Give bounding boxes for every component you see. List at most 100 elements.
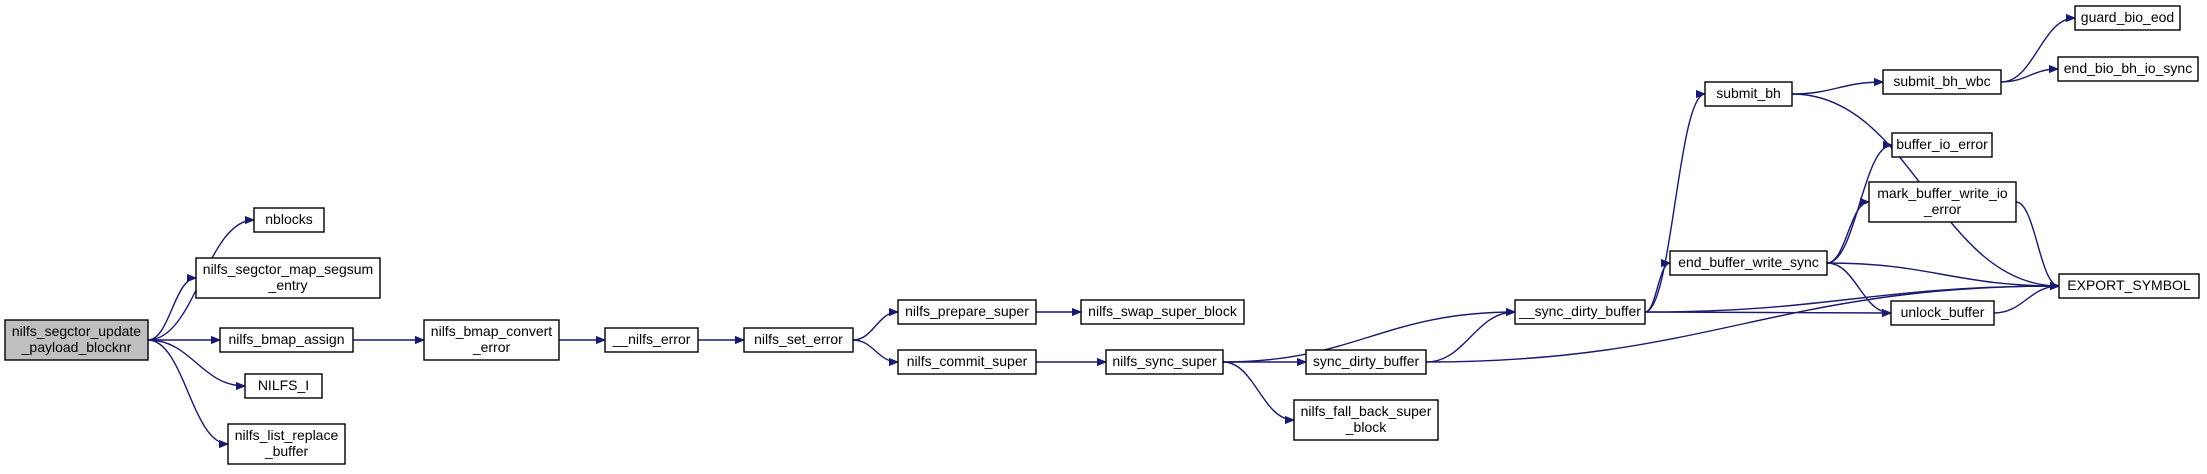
node-layer: nilfs_segctor_update_payload_blocknr nblo… (4, 5, 2200, 465)
node-label: end_bio_bh_io_sync (2064, 60, 2192, 76)
node-label: end_buffer_write_sync (1678, 254, 1819, 270)
node-label: nilfs_commit_super (907, 353, 1028, 369)
node-box (195, 257, 381, 299)
node-nilfs-i[interactable]: NILFS_I (244, 373, 323, 399)
node-label: _error (472, 339, 511, 355)
edge-sync_super-to-sync_dirty_buffer_inner (1222, 312, 1515, 363)
node-bmap-assign[interactable]: nilfs_bmap_assign (219, 327, 354, 353)
node-label: _buffer (264, 443, 309, 459)
node-box (1105, 349, 1224, 375)
node-box (1890, 300, 1995, 326)
node-submit-bh[interactable]: submit_bh (1704, 81, 1793, 107)
node-bmap-convert[interactable]: nilfs_bmap_convert_error (423, 319, 560, 361)
node-label: _block (1345, 419, 1387, 435)
node-box (423, 319, 560, 361)
node-unlock-buffer[interactable]: unlock_buffer (1890, 300, 1995, 326)
node-label: nilfs_list_replace (235, 427, 339, 443)
edge-root-to-map_segsum (147, 278, 197, 341)
edge-end_buffer_write_sync-to-unlock_buffer (1826, 262, 1892, 313)
node-box (743, 327, 854, 353)
node-box (2074, 5, 2181, 31)
edge-submit_bh_wbc-to-guard_bio_eod (2000, 18, 2076, 83)
node-box (1891, 132, 1993, 158)
edge-set_error-to-commit_super (852, 339, 899, 362)
node-box (1882, 69, 2002, 95)
node-box (1704, 81, 1793, 107)
node-end-buffer-write-sync[interactable]: end_buffer_write_sync (1669, 250, 1828, 276)
node-label: nblocks (265, 211, 312, 227)
node-label: NILFS_I (258, 377, 309, 393)
node-box (2057, 56, 2199, 82)
node-label: nilfs_swap_super_block (1088, 303, 1238, 319)
node-box (897, 299, 1037, 325)
node-end-bio-bh-io-sync[interactable]: end_bio_bh_io_sync (2057, 56, 2199, 82)
edge-sync_super-to-fall_back (1222, 361, 1295, 420)
node-root: nilfs_segctor_update_payload_blocknr (4, 319, 149, 361)
node-commit-super[interactable]: nilfs_commit_super (897, 349, 1037, 375)
node-label: nilfs_bmap_assign (229, 331, 345, 347)
node-box (4, 319, 149, 361)
node-prepare-super[interactable]: nilfs_prepare_super (897, 299, 1037, 325)
node-box (1514, 299, 1646, 325)
node-label: nilfs_segctor_map_segsum (203, 261, 373, 277)
node-label: nilfs_fall_back_super (1301, 403, 1432, 419)
node-label: submit_bh (1716, 85, 1781, 101)
node-mark-buffer-write-io-error[interactable]: mark_buffer_write_io_error (1868, 181, 2017, 223)
node-label: buffer_io_error (1896, 136, 1988, 152)
node-label: unlock_buffer (1901, 304, 1985, 320)
node-submit-bh-wbc[interactable]: submit_bh_wbc (1882, 69, 2002, 95)
node-map-segsum[interactable]: nilfs_segctor_map_segsum_entry (195, 257, 381, 299)
edge-layer (147, 18, 2076, 444)
edge-root-to-nilfs_i (147, 339, 245, 386)
node-box (227, 423, 346, 465)
edge-set_error-to-prepare_super (852, 312, 899, 341)
node-label: submit_bh_wbc (1893, 73, 1990, 89)
node-label: _error (1923, 201, 1962, 217)
node-box (897, 349, 1037, 375)
node-box (1293, 399, 1439, 441)
node-box (1868, 181, 2017, 223)
node-swap-super[interactable]: nilfs_swap_super_block (1080, 299, 1245, 325)
node-label: sync_dirty_buffer (1313, 353, 1420, 369)
node-label: EXPORT_SYMBOL (2067, 277, 2191, 293)
node-box (2058, 273, 2200, 299)
node-box (219, 327, 354, 353)
node-label: nilfs_prepare_super (905, 303, 1029, 319)
edge-submit_bh-to-submit_bh_wbc (1791, 82, 1883, 95)
edge-end_buffer_write_sync-to-mark_buffer_write_io_error (1826, 202, 1870, 264)
node-box (1080, 299, 1245, 325)
node-box (244, 373, 323, 399)
edge-sync_dirty_buffer_inner-to-end_buffer_write_sync (1644, 263, 1671, 313)
edge-sync_dirty_buffer_inner-to-submit_bh (1644, 94, 1706, 313)
node-sync-dirty-buffer-inner[interactable]: __sync_dirty_buffer (1514, 299, 1646, 325)
node-label: nilfs_segctor_update (12, 323, 141, 339)
edge-end_buffer_write_sync-to-export_symbol (1826, 262, 2059, 286)
node-label: guard_bio_eod (2081, 9, 2174, 25)
node-label: nilfs_sync_super (1112, 353, 1217, 369)
node-export-symbol[interactable]: EXPORT_SYMBOL (2058, 273, 2200, 299)
node-label: __sync_dirty_buffer (1518, 303, 1641, 319)
node-sync-super[interactable]: nilfs_sync_super (1105, 349, 1224, 375)
edge-sync_dirty_buffer-to-export_symbol (1425, 286, 2059, 363)
node-buffer-io-error[interactable]: buffer_io_error (1891, 132, 1993, 158)
edge-mark_buffer_write_io_error-to-export_symbol (2015, 201, 2060, 286)
node-nilfs-error-fn[interactable]: __nilfs_error (604, 327, 699, 353)
node-box (253, 207, 325, 233)
node-set-error[interactable]: nilfs_set_error (743, 327, 854, 353)
edge-sync_dirty_buffer_inner-to-export_symbol (1644, 286, 2059, 313)
node-label: _payload_blocknr (21, 339, 132, 355)
node-fall-back[interactable]: nilfs_fall_back_super_block (1293, 399, 1439, 441)
node-label: nilfs_set_error (754, 331, 843, 347)
node-label: __nilfs_error (612, 331, 691, 347)
node-box (604, 327, 699, 353)
node-label: nilfs_bmap_convert (431, 323, 553, 339)
node-sync-dirty-buffer[interactable]: sync_dirty_buffer (1305, 349, 1427, 375)
node-guard-bio-eod[interactable]: guard_bio_eod (2074, 5, 2181, 31)
node-label: mark_buffer_write_io (1877, 185, 2008, 201)
edge-root-to-list_replace (147, 339, 229, 444)
edge-unlock_buffer-to-export_symbol (1993, 286, 2059, 314)
edge-sync_dirty_buffer-to-sync_dirty_buffer_inner (1425, 312, 1515, 363)
node-list-replace[interactable]: nilfs_list_replace_buffer (227, 423, 346, 465)
node-nblocks[interactable]: nblocks (253, 207, 325, 233)
